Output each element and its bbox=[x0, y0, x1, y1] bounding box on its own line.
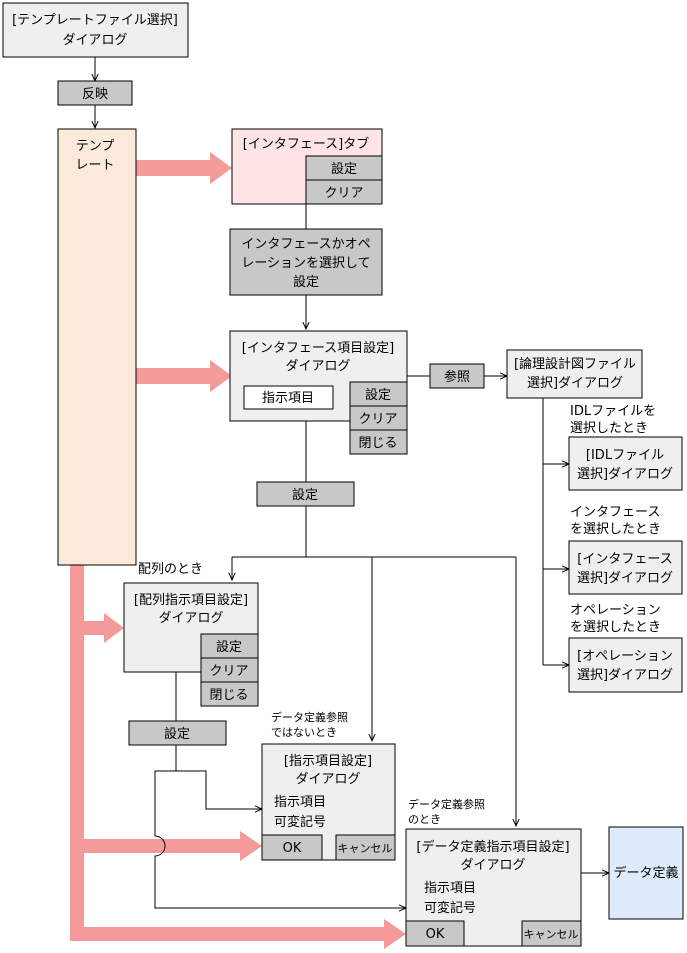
pink-flow-arrows bbox=[70, 152, 406, 949]
array-dialog-line2: ダイアログ bbox=[158, 611, 223, 626]
nonref-cond-line2: ではないとき bbox=[271, 726, 337, 739]
pink-arrow-to-spec-dialog bbox=[70, 831, 262, 861]
branch-interface-cond1: インタフェース bbox=[570, 505, 660, 520]
item-dialog-close-label: 閉じる bbox=[358, 436, 397, 451]
spec-dialog-cancel-button[interactable]: キャンセル bbox=[335, 834, 396, 861]
data-spec-ok-button[interactable]: OK bbox=[405, 920, 465, 947]
data-spec-cancel-label: キャンセル bbox=[524, 928, 579, 941]
set-low-label: 設定 bbox=[164, 726, 190, 742]
interface-tab-clear-label: クリア bbox=[324, 186, 363, 201]
idl-dialog-line2: 選択]ダイアログ bbox=[577, 467, 673, 482]
array-dialog-close-button[interactable]: 閉じる bbox=[200, 681, 259, 707]
branch-interface-cond2: を選択したとき bbox=[570, 522, 661, 537]
array-set-label: 設定 bbox=[216, 639, 242, 655]
data-spec-line2: ダイアログ bbox=[460, 858, 525, 873]
logical-design-file-dialog[interactable]: [論理設計図ファイル 選択]ダイアログ bbox=[506, 349, 643, 399]
template-panel-line1: テンプ bbox=[76, 139, 115, 154]
idl-file-select-dialog[interactable]: [IDLファイル 選択]ダイアログ bbox=[568, 436, 683, 491]
pink-arrow-to-interface-tab bbox=[136, 152, 232, 184]
interface-tab-set-button[interactable]: 設定 bbox=[305, 155, 383, 181]
spec-ok-label: OK bbox=[283, 841, 302, 856]
item-dialog-field[interactable]: 指示項目 bbox=[243, 385, 334, 410]
array-item-setting-dialog[interactable]: [配列指示項目設定] ダイアログ bbox=[123, 582, 259, 673]
spec-dialog-field2: 可変記号 bbox=[274, 814, 326, 830]
pink-arrow-to-data-spec-dialog bbox=[70, 919, 406, 949]
idl-dialog-line1: [IDLファイル bbox=[586, 448, 664, 463]
select-interface-or-operation-step: インタフェースかオペ レーションを選択して 設定 bbox=[229, 228, 383, 296]
interface-select-line1: [インタフェース bbox=[577, 552, 672, 567]
item-dialog-clear-button[interactable]: クリア bbox=[349, 405, 408, 431]
pink-arrow-to-array-dialog bbox=[70, 613, 124, 643]
logic-dialog-line2: 選択]ダイアログ bbox=[527, 376, 623, 391]
spec-dialog-line2: ダイアログ bbox=[295, 772, 360, 787]
item-dialog-set-button[interactable]: 設定 bbox=[349, 381, 408, 407]
template-panel-line2: レート bbox=[75, 158, 114, 173]
interface-tab-title: [インタフェース]タブ bbox=[243, 136, 370, 152]
array-dialog-line1: [配列指示項目設定] bbox=[134, 592, 248, 608]
reflect-button-label: 反映 bbox=[82, 87, 108, 102]
connectors bbox=[95, 57, 609, 908]
set-mid-label: 設定 bbox=[292, 487, 318, 503]
item-dialog-line1: [インタフェース項目設定] bbox=[242, 340, 395, 356]
operation-select-dialog[interactable]: [オペレーション 選択]ダイアログ bbox=[568, 637, 683, 693]
interface-select-dialog[interactable]: [インタフェース 選択]ダイアログ bbox=[568, 540, 683, 595]
data-spec-cancel-button[interactable]: キャンセル bbox=[521, 920, 582, 947]
interface-select-line2: 選択]ダイアログ bbox=[577, 571, 673, 586]
template-file-select-dialog[interactable]: [テンプレートファイル選択] ダイアログ bbox=[2, 2, 189, 58]
select-step-line1: インタフェースかオペ bbox=[241, 237, 370, 252]
operation-select-line2: 選択]ダイアログ bbox=[577, 668, 673, 683]
conn-to-data-spec-dialog bbox=[154, 770, 406, 908]
reference-button[interactable]: 参照 bbox=[429, 363, 485, 389]
template-dialog-line2: ダイアログ bbox=[62, 33, 127, 48]
select-step-line3: 設定 bbox=[293, 274, 319, 290]
item-dialog-set-label: 設定 bbox=[365, 387, 391, 403]
nonref-cond-line1: データ定義参照 bbox=[271, 710, 348, 724]
array-close-label: 閉じる bbox=[209, 688, 248, 703]
data-spec-ok-label: OK bbox=[426, 927, 445, 942]
branch-idl-cond1: IDLファイルを bbox=[570, 404, 656, 419]
array-dialog-set-button[interactable]: 設定 bbox=[200, 633, 259, 659]
ref-cond-line2: のとき bbox=[408, 813, 441, 826]
array-condition: 配列のとき bbox=[138, 562, 203, 577]
data-definition-box: データ定義 bbox=[608, 826, 684, 920]
set-button-mid[interactable]: 設定 bbox=[256, 481, 355, 507]
data-definition-label: データ定義 bbox=[613, 865, 678, 881]
branch-operation-cond2: を選択したとき bbox=[570, 620, 661, 635]
pink-arrow-to-item-dialog bbox=[136, 360, 232, 392]
data-spec-line1: [データ定義指示項目設定] bbox=[416, 839, 569, 855]
select-step-line2: レーションを選択して bbox=[241, 256, 370, 271]
interface-tab-clear-button[interactable]: クリア bbox=[305, 179, 383, 205]
array-clear-label: クリア bbox=[209, 664, 248, 679]
branch-idl-cond2: 選択したとき bbox=[570, 421, 648, 436]
item-dialog-line2: ダイアログ bbox=[285, 359, 350, 374]
interface-tab-set-label: 設定 bbox=[331, 161, 357, 177]
spec-dialog-line1: [指示項目設定] bbox=[284, 753, 372, 769]
template-dialog-line1: [テンプレートファイル選択] bbox=[12, 13, 178, 28]
spec-dialog-ok-button[interactable]: OK bbox=[261, 834, 323, 861]
reflect-button[interactable]: 反映 bbox=[57, 80, 133, 106]
ref-cond-line1: データ定義参照 bbox=[408, 797, 485, 811]
item-dialog-close-button[interactable]: 閉じる bbox=[349, 429, 408, 455]
item-dialog-field-label: 指示項目 bbox=[262, 391, 314, 406]
array-dialog-clear-button[interactable]: クリア bbox=[200, 657, 259, 683]
set-button-low[interactable]: 設定 bbox=[128, 720, 227, 746]
conn-to-spec-dialog bbox=[176, 770, 262, 809]
data-spec-field2: 可変記号 bbox=[424, 900, 476, 916]
item-dialog-clear-label: クリア bbox=[358, 412, 397, 427]
operation-select-line1: [オペレーション bbox=[577, 649, 673, 664]
data-spec-field1: 指示項目 bbox=[424, 881, 476, 896]
spec-dialog-field1: 指示項目 bbox=[274, 795, 326, 810]
branch-operation-cond1: オペレーション bbox=[570, 603, 661, 618]
logic-dialog-line1: [論理設計図ファイル bbox=[514, 356, 636, 372]
spec-cancel-label: キャンセル bbox=[338, 842, 393, 855]
reference-button-label: 参照 bbox=[444, 369, 470, 385]
template-panel: テンプ レート bbox=[57, 128, 137, 566]
